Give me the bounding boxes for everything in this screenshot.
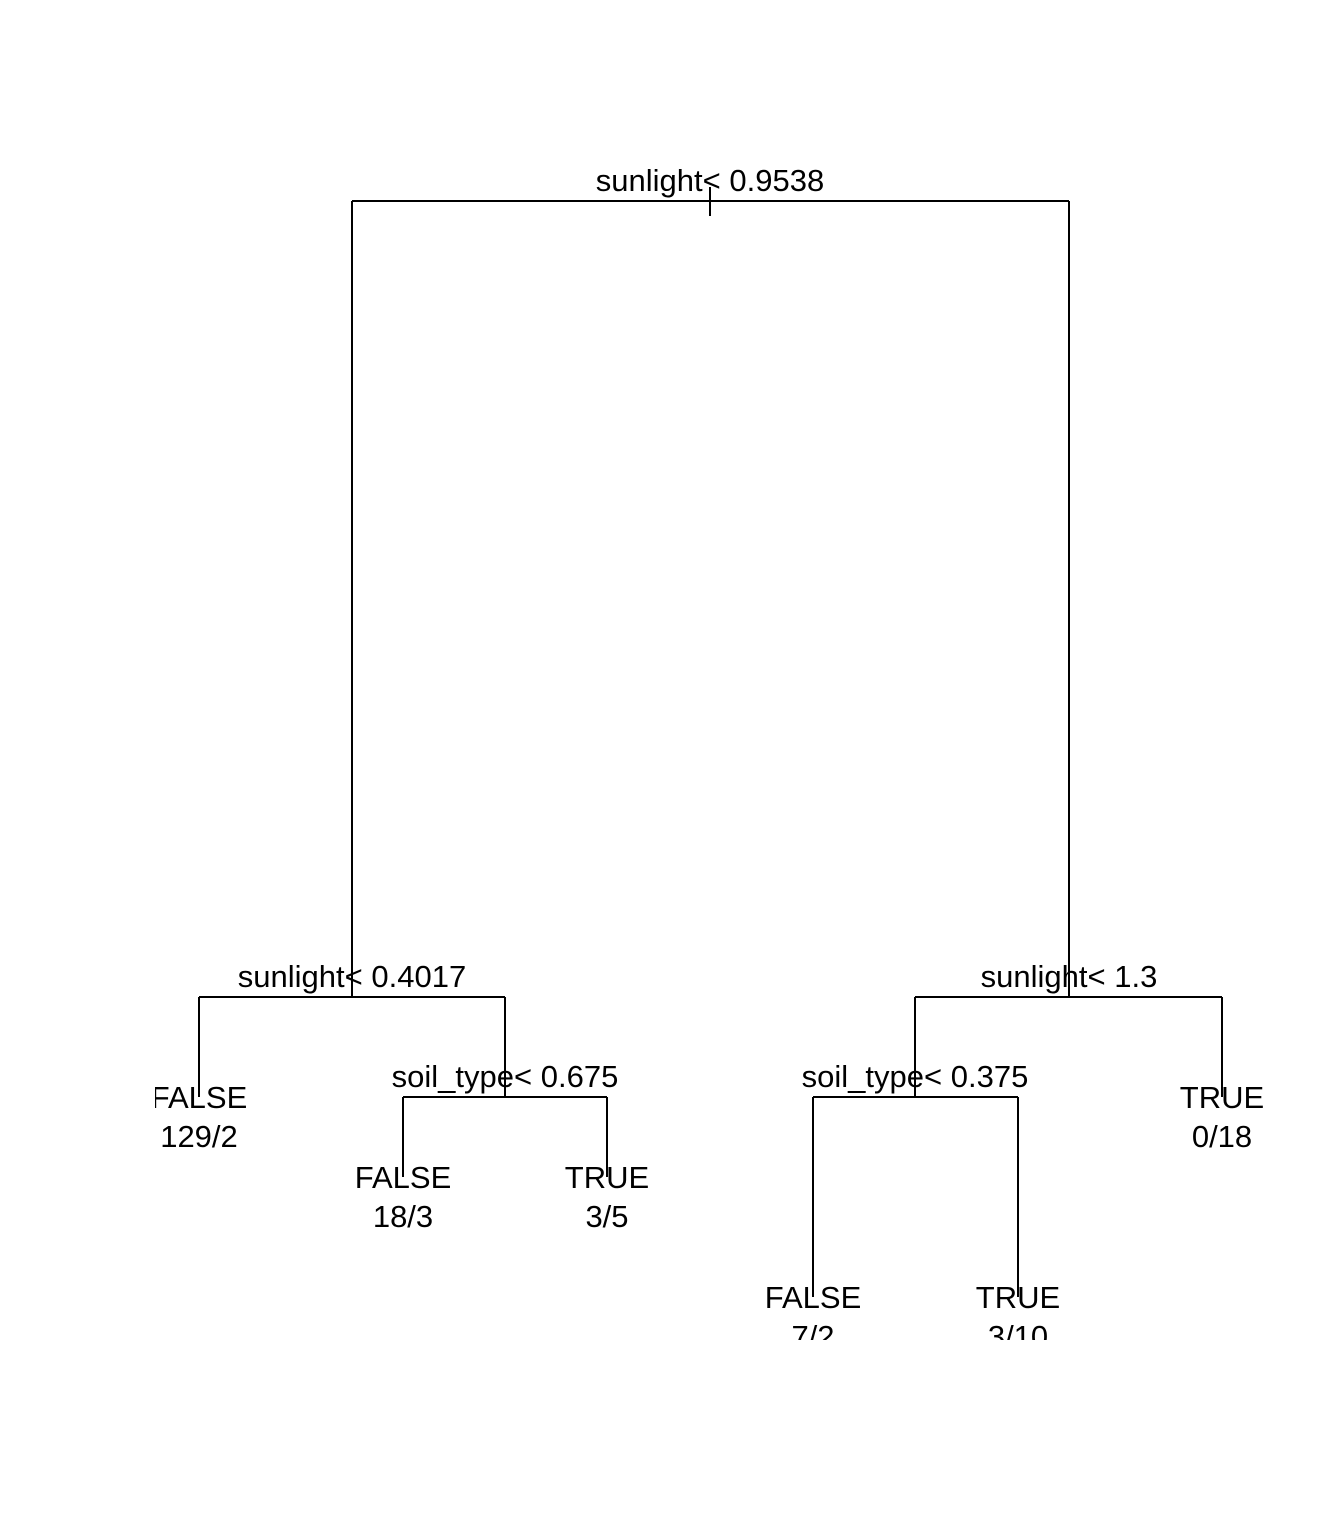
leaf-class-root-left-right-right: TRUE <box>565 1160 649 1195</box>
split-label-root: sunlight< 0.9538 <box>596 163 824 198</box>
leaf-class-root-left-left: FALSE <box>151 1080 248 1115</box>
leaf-class-root-right-left-left: FALSE <box>765 1280 862 1315</box>
leaf-class-root-right-left-right: TRUE <box>976 1280 1060 1315</box>
leaf-counts-root-left-right-left: 18/3 <box>373 1199 433 1234</box>
leaf-counts-root-left-left: 129/2 <box>160 1119 238 1154</box>
split-label-root-left: sunlight< 0.4017 <box>238 959 466 994</box>
split-label-root-left-right: soil_type< 0.675 <box>392 1059 619 1094</box>
split-label-root-right-left: soil_type< 0.375 <box>802 1059 1029 1094</box>
split-label-root-right: sunlight< 1.3 <box>981 959 1158 994</box>
leaf-class-root-left-right-left: FALSE <box>355 1160 452 1195</box>
leaf-class-root-right-right: TRUE <box>1180 1080 1264 1115</box>
leaf-counts-root-right-left-right: 3/10 <box>988 1319 1048 1354</box>
leaf-counts-root-right-left-left: 7/2 <box>791 1319 834 1354</box>
leaf-counts-root-right-right: 0/18 <box>1192 1119 1252 1154</box>
leaf-counts-root-left-right-right: 3/5 <box>585 1199 628 1234</box>
